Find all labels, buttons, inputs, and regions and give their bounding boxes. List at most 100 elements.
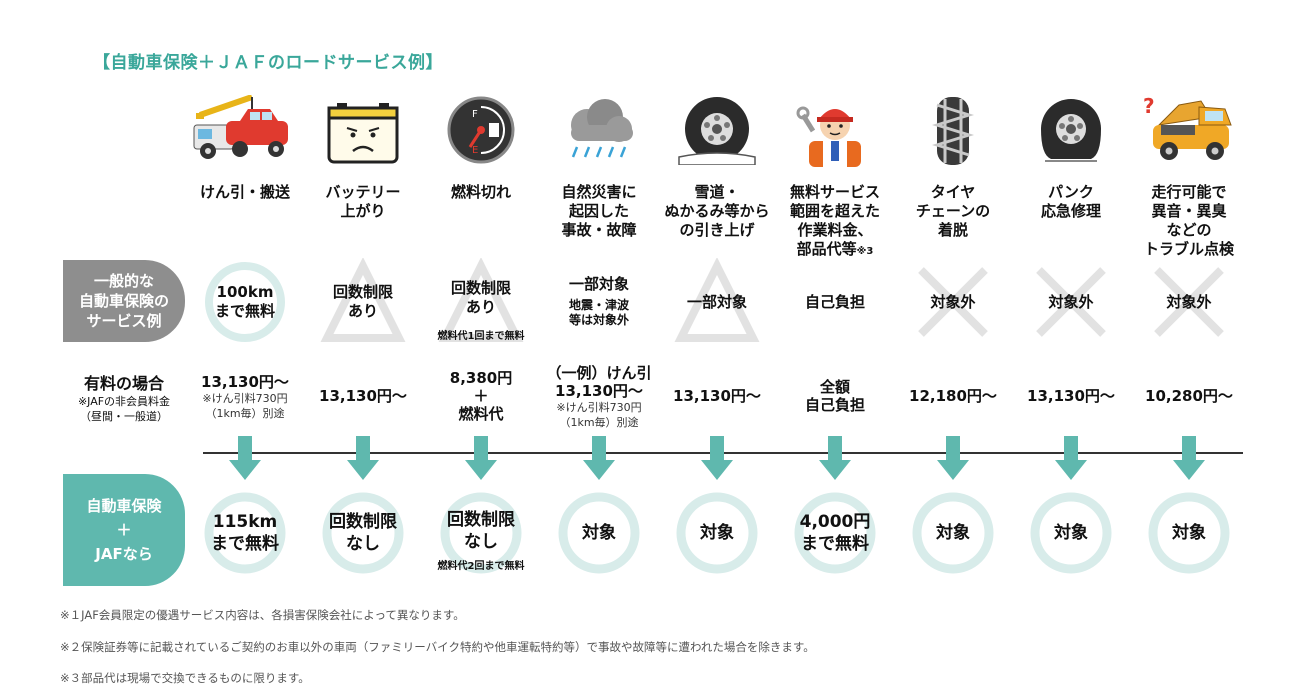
jaf-coverage-text: 回数制限 なし: [329, 512, 397, 554]
paid-price: 全額 自己負担: [776, 378, 894, 414]
paid-price-amount: 12,180円〜: [909, 387, 997, 405]
paid-case-title: 有料の場合: [83, 374, 164, 393]
general-coverage-note: 燃料代1回まで無料: [437, 331, 525, 342]
tire-stuck-icon: [658, 95, 776, 175]
jaf-coverage-text: 回数制限 なし: [447, 510, 515, 552]
tow-truck-icon: [186, 95, 304, 175]
down-arrow-icon: [465, 436, 497, 486]
battery-icon: [304, 95, 422, 175]
jaf-coverage-circle: [790, 488, 880, 582]
down-arrow-icon: [347, 436, 379, 486]
general-mark-cross: [909, 258, 997, 350]
jaf-coverage-text: 対象: [700, 523, 734, 543]
jaf-coverage-circle: [1144, 488, 1234, 582]
general-coverage-text: 回数制限 あり: [450, 279, 511, 316]
paid-price: 8,380円 ＋ 燃料代: [422, 369, 540, 423]
service-name: けん引・搬送: [186, 183, 304, 202]
down-arrow-icon: [583, 436, 615, 486]
paid-price-amount: 全額 自己負担: [804, 378, 865, 414]
page-title: 【自動車保険＋ＪＡＦのロードサービス例】: [93, 53, 443, 73]
paid-price-amount: 13,130円〜: [319, 387, 407, 405]
service-name: 自然災害に 起因した 事故・故障: [540, 183, 658, 240]
jaf-coverage-text: 115km まで無料: [211, 512, 279, 554]
paid-price: 13,130円〜: [304, 387, 422, 405]
down-arrow-icon: [229, 436, 261, 486]
jaf-coverage-text: 対象: [582, 523, 616, 543]
jaf-coverage-circle: [554, 488, 644, 582]
paid-price: 10,280円〜: [1130, 387, 1248, 405]
paid-price-amount: （一例）けん引 13,130円〜: [546, 364, 652, 400]
general-coverage-text: 対象外: [1166, 292, 1212, 311]
paid-price: 12,180円〜: [894, 387, 1012, 405]
paid-price-amount: 10,280円〜: [1145, 387, 1233, 405]
general-mark-triangle: [673, 257, 761, 350]
general-mark-triangle: [437, 257, 525, 350]
service-name: 燃料切れ: [422, 183, 540, 202]
general-coverage-text: 対象外: [930, 292, 976, 311]
service-name-text: 燃料切れ: [450, 183, 511, 201]
jaf-coverage-text: 4,000円 まで無料: [799, 512, 871, 554]
jaf-coverage-note: 燃料代2回まで無料: [437, 561, 525, 572]
paid-price: 13,130円〜※けん引料730円 （1km毎）別途: [186, 373, 304, 421]
footnote-3: ※３部品代は現場で交換できるものに限ります。: [60, 671, 310, 685]
jaf-coverage-circle: [1026, 488, 1116, 582]
general-mark-cross: [1145, 258, 1233, 350]
service-name-text: タイヤ チェーンの 着脱: [915, 183, 991, 239]
general-coverage-note: 地震・津波 等は対象外: [568, 298, 629, 327]
service-name: 無料サービス 範囲を超えた 作業料金、 部品代等※3: [776, 183, 894, 261]
general-coverage-text: 一部対象: [568, 275, 629, 293]
down-arrow-icon: [1173, 436, 1205, 486]
jaf-coverage-circle: [318, 488, 408, 582]
service-name: バッテリー 上がり: [304, 183, 422, 221]
storm-cloud-icon: [540, 95, 658, 175]
service-name-text: けん引・搬送: [199, 183, 290, 201]
paid-price: 13,130円〜: [658, 387, 776, 405]
general-insurance-label: 一般的な 自動車保険の サービス例: [63, 260, 185, 342]
broken-car-icon: ?: [1130, 95, 1248, 175]
service-name-text: 雪道・ ぬかるみ等から の引き上げ: [664, 183, 770, 239]
footnote-2: ※２保険証券等に記載されているご契約のお車以外の車両（ファミリーバイク特約や他車…: [60, 640, 815, 654]
service-name-text: 走行可能で 異音・異臭 などの トラブル点検: [1143, 183, 1234, 258]
svg-text:F: F: [472, 109, 478, 120]
general-mark-cross: [1027, 258, 1115, 350]
service-name: 走行可能で 異音・異臭 などの トラブル点検: [1130, 183, 1248, 259]
down-arrow-icon: [1055, 436, 1087, 486]
paid-price-note: ※けん引料730円 （1km毎）別途: [202, 392, 288, 420]
service-name-text: 無料サービス 範囲を超えた 作業料金、 部品代等: [789, 183, 880, 258]
paid-price: （一例）けん引 13,130円〜※けん引料730円 （1km毎）別途: [540, 364, 658, 430]
jaf-coverage-text: 対象: [1054, 523, 1088, 543]
flat-tire-icon: [1012, 95, 1130, 175]
paid-price-amount: 13,130円〜: [673, 387, 761, 405]
paid-case-label: 有料の場合 ※JAFの非会員料金 （昼間・一般道）: [60, 370, 188, 424]
general-coverage-text: 100km まで無料: [214, 283, 275, 320]
general-coverage-text: 対象外: [1048, 292, 1094, 311]
service-name-text: パンク 応急修理: [1040, 183, 1101, 220]
footnote-1: ※１JAF会員限定の優遇サービス内容は、各損害保険会社によって異なります。: [60, 608, 465, 622]
paid-price-amount: 13,130円〜: [201, 373, 289, 391]
paid-price-amount: 13,130円〜: [1027, 387, 1115, 405]
svg-text:E: E: [472, 145, 478, 156]
jaf-coverage-circle: [908, 488, 998, 582]
jaf-coverage-circle: [200, 488, 290, 582]
down-arrow-icon: [701, 436, 733, 486]
mechanic-icon: [776, 95, 894, 175]
general-coverage-text: 回数制限 あり: [332, 283, 393, 320]
general-coverage-text: 一部対象: [686, 292, 747, 311]
paid-case-note: ※JAFの非会員料金 （昼間・一般道）: [77, 395, 171, 423]
down-arrow-icon: [819, 436, 851, 486]
service-name-text: バッテリー 上がり: [325, 183, 401, 220]
general-coverage-text: 自己負担: [804, 292, 865, 311]
general-mark-circle: [201, 258, 289, 350]
jaf-coverage-text: 対象: [1172, 523, 1206, 543]
jaf-coverage-circle: [672, 488, 762, 582]
svg-text:?: ?: [1143, 95, 1155, 118]
tire-chain-icon: [894, 95, 1012, 175]
paid-price-note: ※けん引料730円 （1km毎）別途: [556, 401, 642, 429]
general-mark-triangle: [319, 257, 407, 350]
service-name-text: 自然災害に 起因した 事故・故障: [561, 183, 637, 239]
service-name: パンク 応急修理: [1012, 183, 1130, 221]
paid-price-amount: 8,380円 ＋ 燃料代: [449, 369, 513, 423]
jaf-combo-label: 自動車保険 ＋ JAFなら: [63, 474, 185, 586]
down-arrow-icon: [937, 436, 969, 486]
